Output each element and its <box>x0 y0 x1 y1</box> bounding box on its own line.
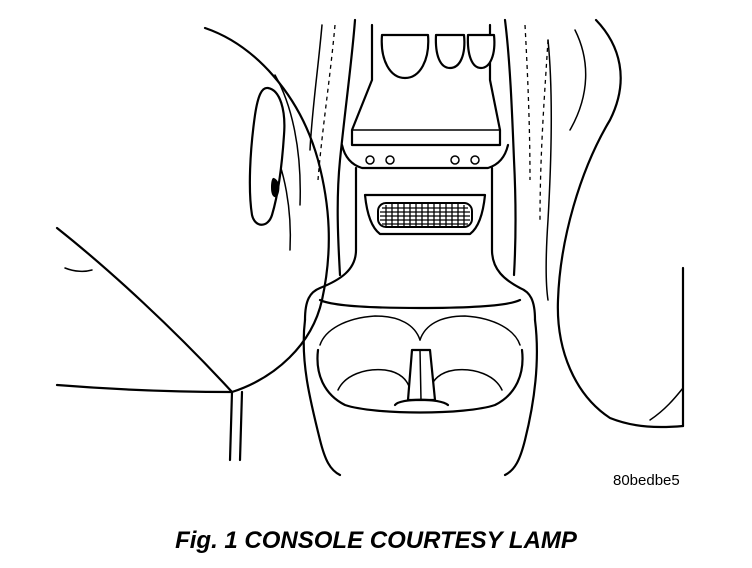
left-seat <box>55 26 330 462</box>
console-illustration <box>55 18 685 477</box>
figure-reference-code: 80bedbe5 <box>613 472 680 489</box>
courtesy-lamp <box>363 193 487 236</box>
recline-lever <box>248 86 286 226</box>
figure-caption: Fig. 1 CONSOLE COURTESY LAMP <box>175 527 577 554</box>
right-seat <box>539 18 685 429</box>
center-console <box>302 18 539 477</box>
